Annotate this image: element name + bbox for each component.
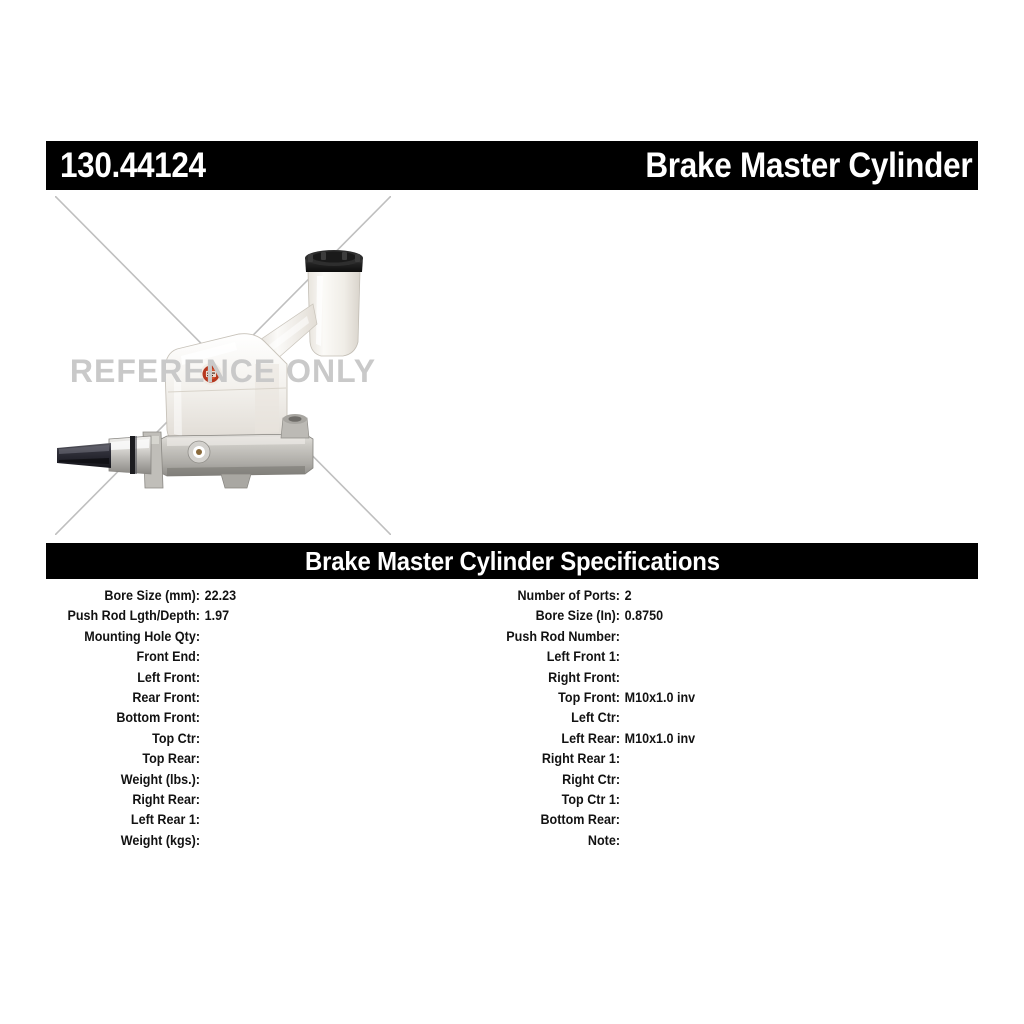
spec-row: Left Rear:M10x1.0 inv [420,729,840,749]
spec-row: Top Ctr 1: [420,790,840,810]
spec-label: Note: [587,832,620,848]
spec-row: Left Front: [0,668,420,688]
spec-row: Bottom Rear: [420,810,840,830]
spec-label: Top Front: [558,689,620,705]
spec-row: Left Rear 1: [0,810,420,830]
spec-label: Top Ctr: [152,730,200,746]
spec-row: Top Rear: [0,749,420,769]
spec-row: Bottom Front: [0,708,420,728]
spec-label: Bottom Front: [116,710,200,726]
spec-row: Weight (kgs): [0,831,420,851]
spec-row: Push Rod Lgth/Depth:1.97 [0,606,420,626]
spec-label: Top Ctr 1: [561,791,620,807]
spec-label: Push Rod Lgth/Depth: [67,608,200,624]
spec-label: Push Rod Number: [506,628,620,644]
product-header-bar: 130.44124 Brake Master Cylinder [46,141,978,190]
spec-row: Left Ctr: [420,708,840,728]
spec-value: M10x1.0 inv [624,730,696,746]
spec-label: Left Front: [137,669,200,685]
spec-value: 0.8750 [624,608,664,624]
spec-label: Mounting Hole Qty: [84,628,200,644]
spec-label: Left Rear 1: [130,812,200,828]
specifications-title: Brake Master Cylinder Specifications [304,546,720,576]
spec-label: Bore Size (mm): [104,588,200,603]
spec-row: Weight (lbs.): [0,770,420,790]
spec-row: Front End: [0,647,420,667]
spec-label: Bore Size (In): [535,608,620,624]
page-title: Brake Master Cylinder [645,146,972,185]
spec-label: Right Front: [548,669,620,685]
spec-label: Rear Front: [132,689,200,705]
spec-row: Mounting Hole Qty: [0,627,420,647]
spec-row: Bore Size (mm): 22.23 [0,586,420,606]
part-number: 130.44124 [60,146,206,185]
spec-row: Right Rear: [0,790,420,810]
spec-row: Bore Size (In):0.8750 [420,606,840,626]
spec-value: 2 [624,588,632,603]
spec-label: Top Rear: [142,751,200,767]
spec-label: Weight (kgs): [120,832,200,848]
spec-label: Number of Ports: [517,588,620,603]
spec-row: Top Ctr: [0,729,420,749]
spec-row: Left Front 1: [420,647,840,667]
reference-only-watermark: REFERENCE ONLY [69,353,377,389]
spec-label: Left Rear: [561,730,620,746]
spec-label: Bottom Rear: [540,812,620,828]
spec-label: Front End: [136,649,200,665]
spec-row: Right Ctr: [420,770,840,790]
spec-row: Number of Ports: 2 [420,586,840,606]
spec-row: Top Front:M10x1.0 inv [420,688,840,708]
spec-row: Right Front: [420,668,840,688]
spec-label: Right Rear 1: [541,751,620,767]
spec-value: 22.23 [204,588,237,603]
spec-label: Right Ctr: [562,771,620,787]
spec-value: 1.97 [204,608,230,624]
specifications-header-bar: Brake Master Cylinder Specifications [46,543,978,579]
spec-label: Left Ctr: [571,710,620,726]
brake-master-cylinder-illustration [57,250,363,489]
spec-value: M10x1.0 inv [624,689,696,705]
spec-label: Left Front 1: [546,649,620,665]
product-image-area: REFERENCE ONLY [55,196,391,535]
spec-label: Weight (lbs.): [120,771,200,787]
spec-label: Right Rear: [132,791,200,807]
spec-row: Note: [420,831,840,851]
spec-row: Rear Front: [0,688,420,708]
spec-row: Push Rod Number: [420,627,840,647]
spec-row: Right Rear 1: [420,749,840,769]
